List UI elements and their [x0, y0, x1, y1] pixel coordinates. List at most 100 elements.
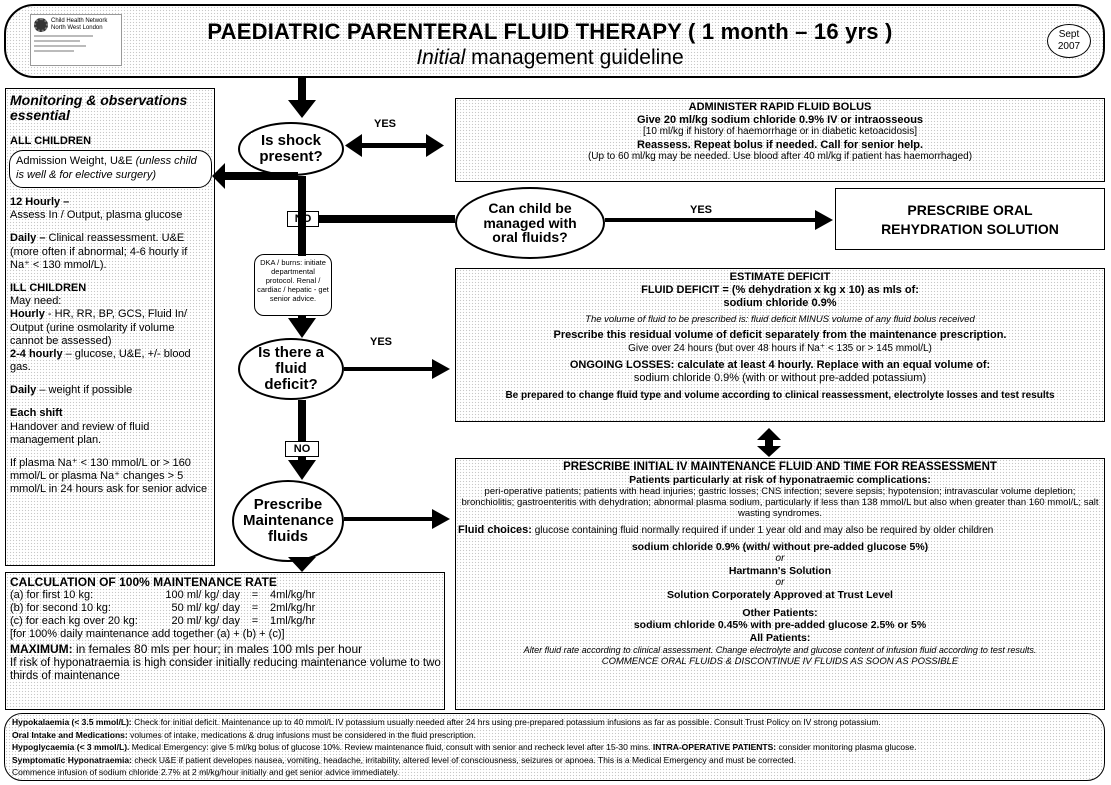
option-or-2: or: [775, 577, 785, 588]
daily2-block: Daily – weight if possible: [10, 384, 210, 397]
bolus-line-1: Give 20 ml/kg sodium chloride 0.9% IV or…: [636, 113, 924, 126]
calc-max-label: MAXIMUM:: [10, 642, 73, 656]
deficit-prepared: Be prepared to change fluid type and vol…: [505, 390, 1055, 401]
choices-text: glucose containing fluid normally requir…: [531, 525, 994, 536]
oral-fluids-question: Can child be managed with oral fluids?: [455, 187, 605, 259]
deficit-over24: Give over 24 hours (but over 48 hours if…: [628, 343, 932, 354]
option-2: Hartmann's Solution: [728, 565, 832, 577]
oral-rehydration-box: PRESCRIBE ORAL REHYDRATION SOLUTION: [835, 188, 1105, 250]
deficit-formula: FLUID DEFICIT = (% dehydration x kg x 10…: [641, 284, 919, 296]
calculation-box: [5, 572, 445, 710]
plasma-advice: If plasma Na⁺ < 130 mmol/L or > 160 mmol…: [10, 457, 208, 496]
h24-title: 2-4 hourly: [10, 347, 63, 360]
calc-row-hr: 2ml/kg/hr: [270, 602, 316, 614]
admission-text: Admission Weight, U&E: [16, 155, 136, 167]
no-label-2: NO: [285, 441, 319, 457]
logo-line-2: North West London: [51, 25, 103, 31]
calc-max-text: in females 80 mls per hour; in males 100…: [72, 642, 363, 656]
maintenance-title: PRESCRIBE INITIAL IV MAINTENANCE FLUID A…: [563, 461, 997, 473]
calc-row-day: 20 ml/ kg/ day: [171, 615, 240, 627]
daily2-text: – weight if possible: [36, 384, 133, 397]
calc-row-hr: 4ml/kg/hr: [270, 589, 316, 601]
shock-question: Is shock present?: [238, 122, 344, 176]
other-patients-title: Other Patients:: [742, 607, 818, 619]
maintenance-box: [455, 458, 1105, 710]
yes-label-oral: YES: [690, 204, 713, 216]
date-badge: Sept 2007: [1047, 24, 1091, 58]
page-title: PAEDIATRIC PARENTERAL FLUID THERAPY ( 1 …: [207, 19, 893, 44]
footer-panel: [4, 713, 1105, 781]
admission-italic: (unless child is well & for elective sur…: [16, 155, 197, 181]
logo-emblem-icon: [34, 18, 48, 32]
subtitle-italic: Initial: [416, 46, 466, 69]
option-1: sodium chloride 0.9% (with/ without pre-…: [631, 541, 929, 553]
calc-row-label: (a) for first 10 kg:: [10, 589, 94, 601]
calc-row-c: (c) for each kg over 20 kg: 20 ml/ kg/ d…: [10, 615, 442, 628]
calc-row-eq: =: [251, 602, 259, 614]
calc-row-a: (a) for first 10 kg: 100 ml/ kg/ day = 4…: [10, 589, 442, 602]
bolus-line-2: [10 ml/kg if history of haemorrhage or i…: [642, 126, 918, 137]
hypog-text: Medical Emergency: give 5 ml/kg bolus of…: [129, 742, 651, 752]
logo: Child Health Network North West London: [30, 14, 122, 66]
calc-row-hr: 1ml/kg/hr: [270, 615, 316, 627]
maintenance-action-text: Prescribe Maintenance fluids: [243, 496, 334, 545]
bolus-title: ADMINISTER RAPID FLUID BOLUS: [688, 101, 872, 113]
yes-label-shock: YES: [374, 118, 397, 130]
bolus-box: [455, 98, 1105, 182]
all-patients-text: Alter fluid rate according to clinical a…: [523, 645, 1037, 655]
page-subtitle: Initial management guideline: [150, 46, 950, 70]
deficit-prescribe: Prescribe this residual volume of defici…: [553, 329, 1007, 341]
calc-row-label: (b) for second 10 kg:: [10, 602, 111, 614]
daily-text: Clinical reassessment. U&E (more often i…: [10, 232, 188, 271]
symp-text: check U&E if patient developes nausea, v…: [131, 754, 796, 765]
date-badge-month: Sept: [1058, 29, 1080, 40]
hypog-intra-text: consider monitoring plasma glucose.: [776, 742, 917, 752]
footer-hypoglycaemia: Hypoglycaemia (< 3 mmol/L). Medical Emer…: [12, 741, 1102, 754]
calc-risk: If risk of hyponatraemia is high conside…: [10, 657, 441, 682]
header-banner: [4, 4, 1105, 78]
hourly-block: Hourly - HR, RR, BP, GCS, Fluid In/ Outp…: [10, 308, 210, 348]
dka-protocol-box: DKA / burns: initiate departmental proto…: [254, 254, 332, 316]
maintenance-risk-title: Patients particularly at risk of hyponat…: [629, 474, 931, 486]
calc-row-eq: =: [251, 615, 259, 627]
hypog-intra: INTRA-OPERATIVE PATIENTS:: [650, 742, 777, 752]
calc-maximum: MAXIMUM: in females 80 mls per hour; in …: [10, 643, 442, 656]
ors-line-1: PRESCRIBE ORAL: [907, 202, 1033, 218]
maintenance-risk-text: peri-operative patients; patients with h…: [461, 486, 1099, 519]
footer-hypokalaemia: Hypokalaemia (< 3.5 mmol/L): Check for i…: [12, 716, 1102, 729]
h24-block: 2-4 hourly – glucose, U&E, +/- blood gas…: [10, 348, 210, 374]
all-children-heading: ALL CHILDREN: [10, 135, 92, 147]
yes-label-deficit: YES: [370, 336, 393, 348]
calc-row-label: (c) for each kg over 20 kg:: [10, 615, 138, 627]
calc-row-day: 100 ml/ kg/ day: [165, 589, 240, 601]
deficit-formula-2: sodium chloride 0.9%: [723, 297, 837, 309]
commence-oral: COMMENCE ORAL FLUIDS & DISCONTINUE IV FL…: [601, 656, 959, 667]
maintenance-action: Prescribe Maintenance fluids: [232, 480, 344, 562]
hourly12-text: Assess In / Output, plasma glucose: [10, 209, 183, 222]
all-patients-title: All Patients:: [749, 632, 811, 644]
date-badge-year: 2007: [1057, 41, 1081, 52]
calc-row-b: (b) for second 10 kg: 50 ml/ kg/ day = 2…: [10, 602, 442, 615]
estimate-deficit-box: [455, 268, 1105, 422]
ill-children-heading: ILL CHILDREN: [10, 281, 87, 294]
hypog-label: Hypoglycaemia (< 3 mmol/L).: [12, 742, 130, 752]
deficit-question-text: Is there a fluid deficit?: [258, 344, 324, 393]
each-shift-title: Each shift: [10, 407, 63, 420]
bolus-line-4: (Up to 60 ml/kg may be needed. Use blood…: [587, 151, 973, 162]
ors-line-2: REHYDRATION SOLUTION: [881, 221, 1059, 237]
symp-label: Symptomatic Hyponatraemia:: [12, 754, 132, 765]
hourly-title: Hourly: [10, 308, 45, 321]
deficit-italic-note: The volume of fluid to be prescribed is:…: [585, 314, 975, 325]
footer-symptomatic: Symptomatic Hyponatraemia: check U&E if …: [12, 754, 1102, 767]
deficit-losses-2: sodium chloride 0.9% (with or without pr…: [633, 372, 927, 384]
may-need: May need:: [10, 295, 62, 308]
oral-intake-label: Oral Intake and Medications:: [12, 729, 128, 740]
oral-fluids-question-text: Can child be managed with oral fluids?: [483, 199, 577, 246]
dka-protocol-text: DKA / burns: initiate departmental proto…: [257, 258, 329, 303]
footer-oral-intake: Oral Intake and Medications: volumes of …: [12, 729, 1102, 742]
hypok-text: Check for initial deficit. Maintenance u…: [131, 717, 881, 727]
no-label-1: NO: [287, 211, 319, 227]
admission-box: Admission Weight, U&E (unless child is w…: [9, 150, 212, 188]
other-patients-text: sodium chloride 0.45% with pre-added glu…: [633, 619, 927, 631]
footer-commence: Commence infusion of sodium chloride 2.7…: [12, 767, 400, 777]
